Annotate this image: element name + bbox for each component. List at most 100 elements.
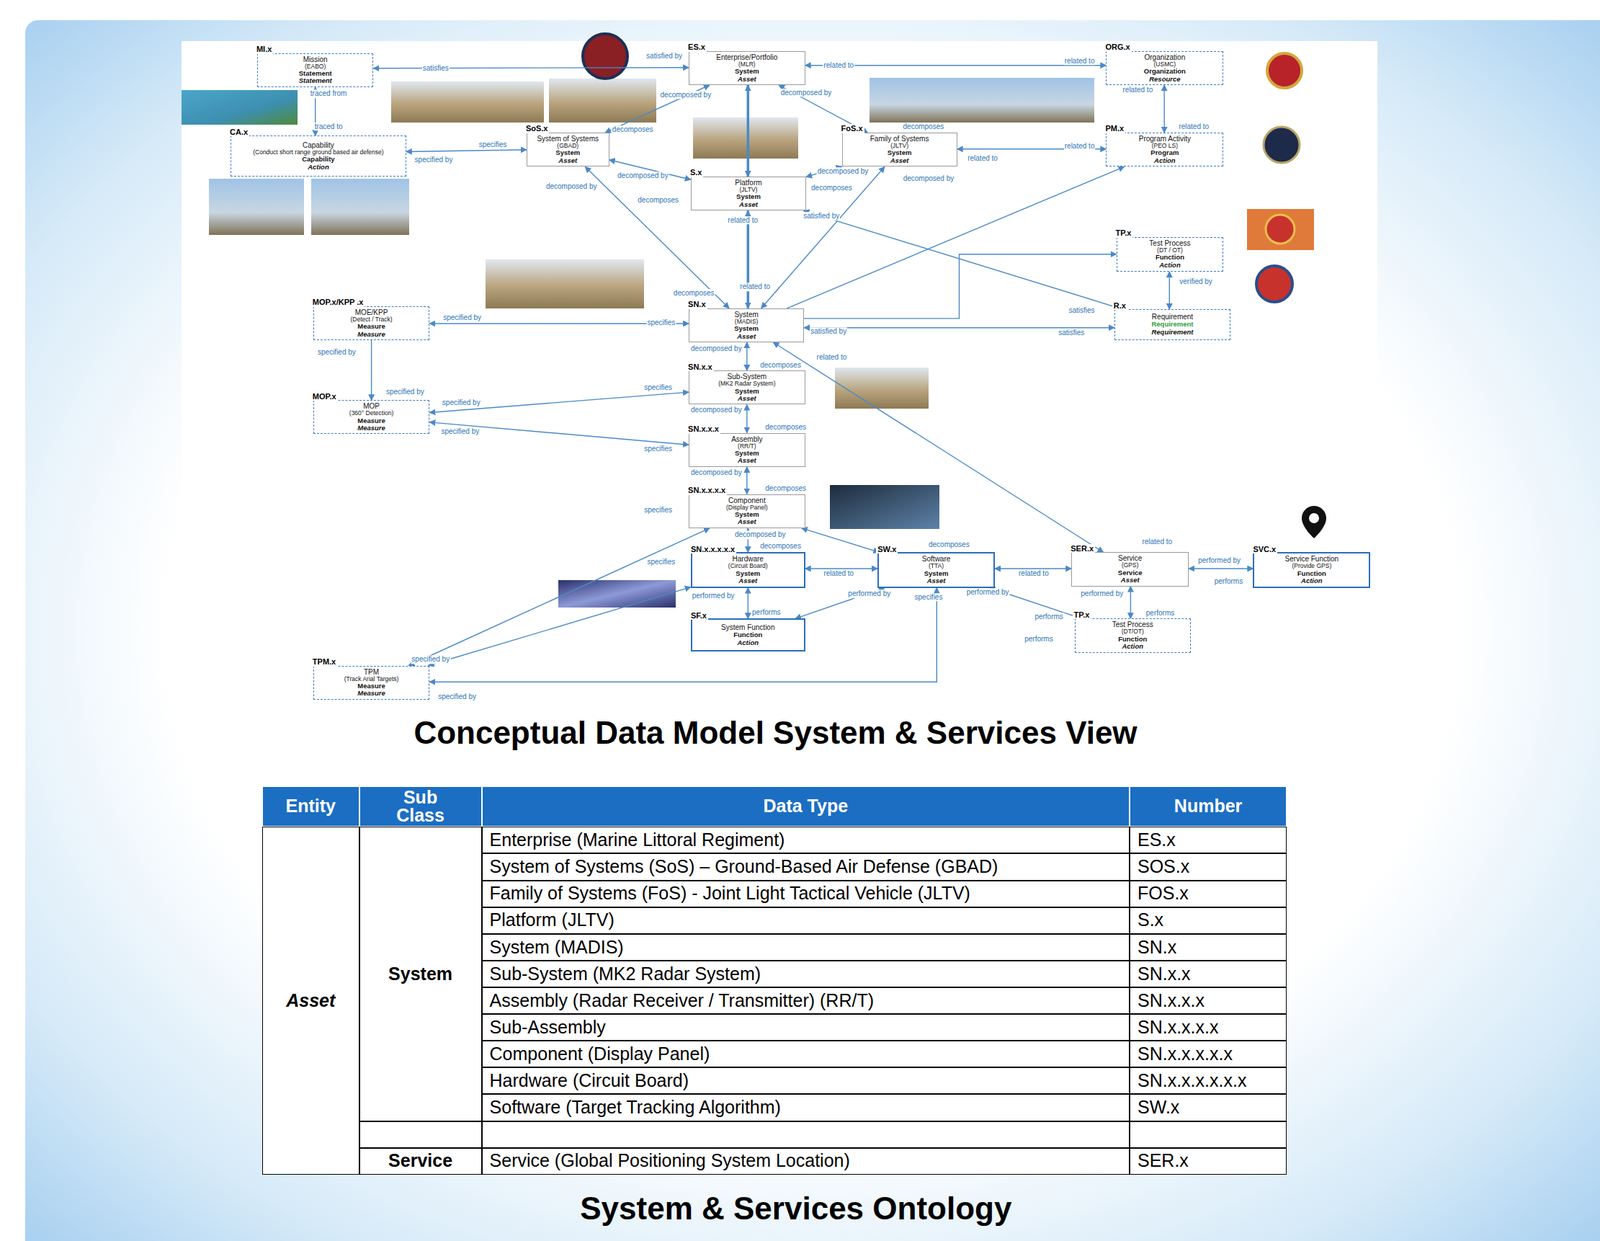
connector <box>428 587 691 666</box>
entity-box: SER.xService(GPS)ServiceAsset <box>1071 551 1189 586</box>
table-number: SER.x <box>1137 1150 1189 1171</box>
table-cell: Assembly (Radar Receiver / Transmitter) … <box>481 986 1130 1014</box>
entity-id: PM.x <box>1103 123 1126 134</box>
connector-label: performs <box>1145 609 1175 619</box>
table-cell: SN.x.x.x <box>1129 986 1287 1014</box>
logo-peo <box>1263 126 1300 163</box>
photo-vehicle-family <box>869 77 1095 123</box>
connector-label: decomposes <box>902 122 946 132</box>
connector <box>747 85 750 177</box>
connector <box>371 340 372 400</box>
entity-box: TPM.xTPM(Track Arial Targets)MeasureMeas… <box>313 665 430 700</box>
entity-example: (MLR) <box>738 61 756 68</box>
diagram-title: Conceptual Data Model System & Services … <box>127 714 1425 751</box>
entity-id: SN.x.x.x <box>686 424 721 434</box>
connector-label: specified by <box>437 693 477 702</box>
entity-box: TP.xTest Process(DT / OT)FunctionAction <box>1116 237 1224 272</box>
table-header: Sub Class <box>396 788 445 825</box>
connector <box>747 210 750 309</box>
connector-label: specifies <box>643 444 673 454</box>
entity-type: Organization <box>1143 67 1186 75</box>
connector-label: decomposed by <box>690 406 743 415</box>
logo-usmc <box>1267 53 1302 88</box>
entity-subtype: Asset <box>1120 576 1140 584</box>
table-cell: SN.x.x.x.x.x <box>1129 1040 1287 1067</box>
photo-vehicles <box>391 81 544 123</box>
location-pin-hole <box>1308 512 1320 524</box>
entity-subtype: Asset <box>737 394 757 402</box>
table-data-type: System (MADIS) <box>489 937 624 958</box>
entity-name: MOE/KPP <box>355 308 389 317</box>
connector-label: decomposes <box>764 484 807 494</box>
table-cell: FOS.x <box>1129 880 1287 907</box>
entity-subtype: Asset <box>737 517 757 526</box>
entity-type: System <box>924 569 949 578</box>
connector-label: performed by <box>847 590 892 599</box>
table-cell: Family of Systems (FoS) - Joint Light Ta… <box>481 880 1130 907</box>
connector-label: specified by <box>414 156 454 165</box>
logo-seal <box>582 33 628 79</box>
connector <box>772 342 1103 552</box>
table-cell: Sub-System (MK2 Radar System) <box>481 960 1130 987</box>
entity-name: Sub-System <box>727 372 767 381</box>
table-cell: Platform (JLTV) <box>481 906 1130 934</box>
connector-label: satisfied by <box>809 327 848 337</box>
entity-box: MOP.x/KPP .xMOE/KPP(Detect / Track)Measu… <box>313 306 430 341</box>
entity-type: Function <box>733 631 763 639</box>
entity-id: MOP.x <box>311 391 338 402</box>
entity-example: (TTA) <box>928 562 944 570</box>
table-data-type: System of Systems (SoS) – Ground-Based A… <box>489 856 999 877</box>
entity-id: CA.x <box>228 127 250 137</box>
entity-name: System Function <box>721 623 775 632</box>
connector-label: related to <box>739 282 771 292</box>
table-cell <box>1129 1120 1287 1148</box>
connector-label: specifies <box>646 558 676 567</box>
connector-label: related to <box>1141 537 1173 547</box>
photo-soldier <box>548 78 657 123</box>
photo-madis <box>485 259 645 309</box>
entity-id: FoS.x <box>839 123 865 134</box>
table-number: SN.x <box>1137 937 1177 958</box>
connector <box>746 466 748 495</box>
entity-example: (JLTV) <box>890 142 909 150</box>
connector-label: verified by <box>1178 277 1214 286</box>
connector <box>408 528 710 666</box>
table-cell: Sub Class <box>359 785 482 828</box>
connector-label: decomposes <box>927 541 971 550</box>
connector-label: performed by <box>691 591 736 601</box>
entity-type: System <box>734 449 760 457</box>
connector-label: decomposed by <box>545 182 598 191</box>
table-cell: System <box>359 826 482 1121</box>
entity-subtype: Asset <box>738 577 758 585</box>
entity-type: Program <box>1150 149 1179 157</box>
table-cell: Entity <box>262 785 360 828</box>
entity-id: TP.x <box>1072 610 1092 620</box>
table-number: SN.x.x.x.x <box>1137 1017 1219 1038</box>
entity-subtype: Asset <box>737 75 757 83</box>
table-cell: SN.x.x.x.x.x.x <box>1129 1066 1287 1094</box>
table-data-type: Family of Systems (FoS) - Joint Light Ta… <box>489 883 971 904</box>
entity-box: ORG.xOrganization(USMC)OrganizationResou… <box>1105 51 1224 86</box>
entity-subtype: Action <box>307 163 330 171</box>
connector-label: specified by <box>316 347 357 357</box>
connector <box>609 159 691 181</box>
entity-name: Enterprise/Portfolio <box>716 53 778 62</box>
photo-islands <box>181 90 298 125</box>
connector-label: specifies <box>478 140 508 150</box>
table-header: Number <box>1174 796 1242 815</box>
entity-example: (PEO LS) <box>1151 142 1178 150</box>
entity-id: TP.x <box>1114 228 1134 238</box>
connector-label: specifies <box>914 592 944 602</box>
entity-example: (USMC) <box>1154 61 1177 68</box>
connector-label: satisfies <box>1067 306 1096 315</box>
entity-subtype: Action <box>736 638 759 647</box>
entity-id: SN.x.x.x.x <box>686 485 727 495</box>
connector-label: related to <box>822 61 855 70</box>
connector-label: related to <box>816 352 848 362</box>
entity-name: Assembly <box>731 435 763 444</box>
entity-id: ES.x <box>686 42 707 52</box>
table-cell: S.x <box>1129 906 1287 934</box>
table-cell: SN.x.x.x.x <box>1129 1013 1287 1041</box>
table-number: SN.x.x <box>1137 963 1191 985</box>
entity-subtype: Measure <box>357 689 386 697</box>
